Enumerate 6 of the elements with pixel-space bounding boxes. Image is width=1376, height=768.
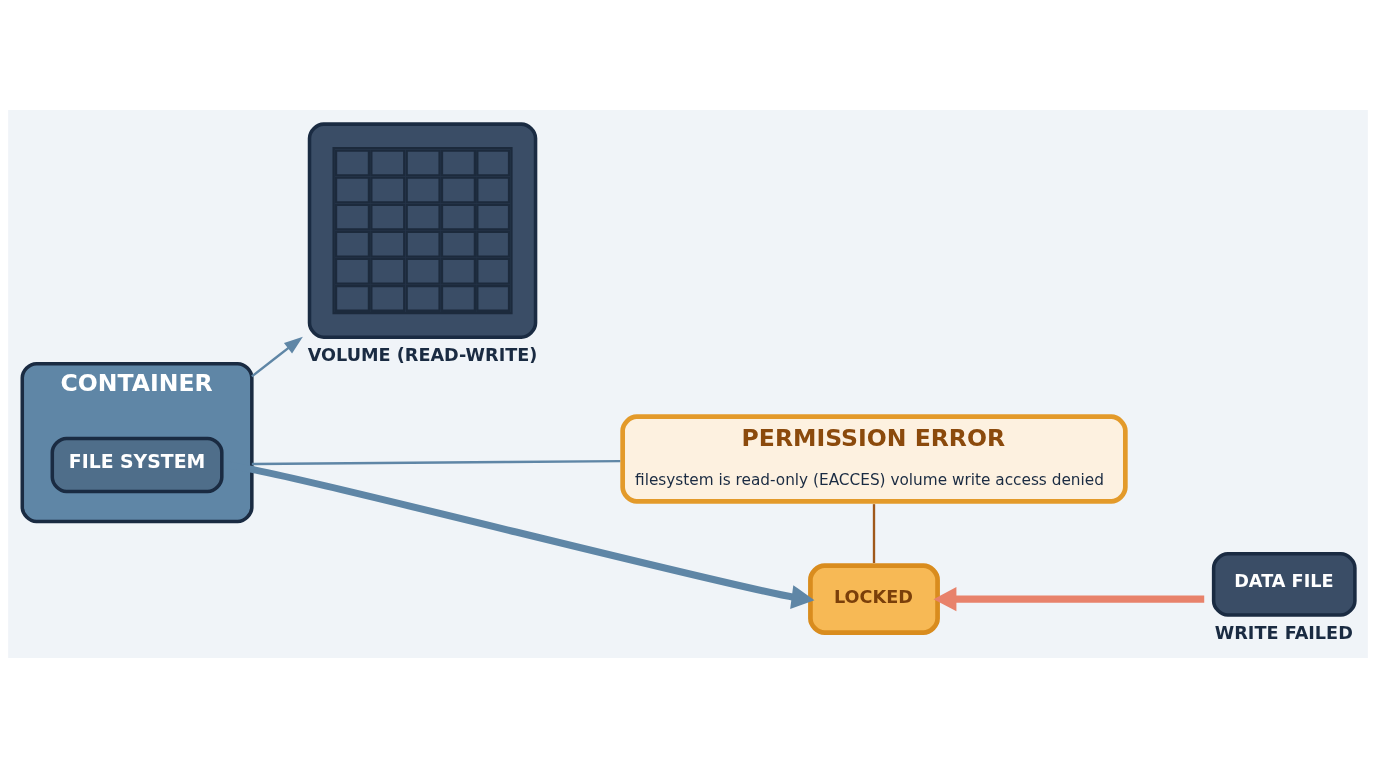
arrow: [251, 336, 303, 378]
connector: [872, 504, 876, 563]
node-label: VOLUME (READ-WRITE): [307, 345, 538, 366]
connector: [251, 459, 621, 466]
arrow: [933, 587, 1205, 612]
node-label: WRITE FAILED: [1214, 623, 1353, 644]
